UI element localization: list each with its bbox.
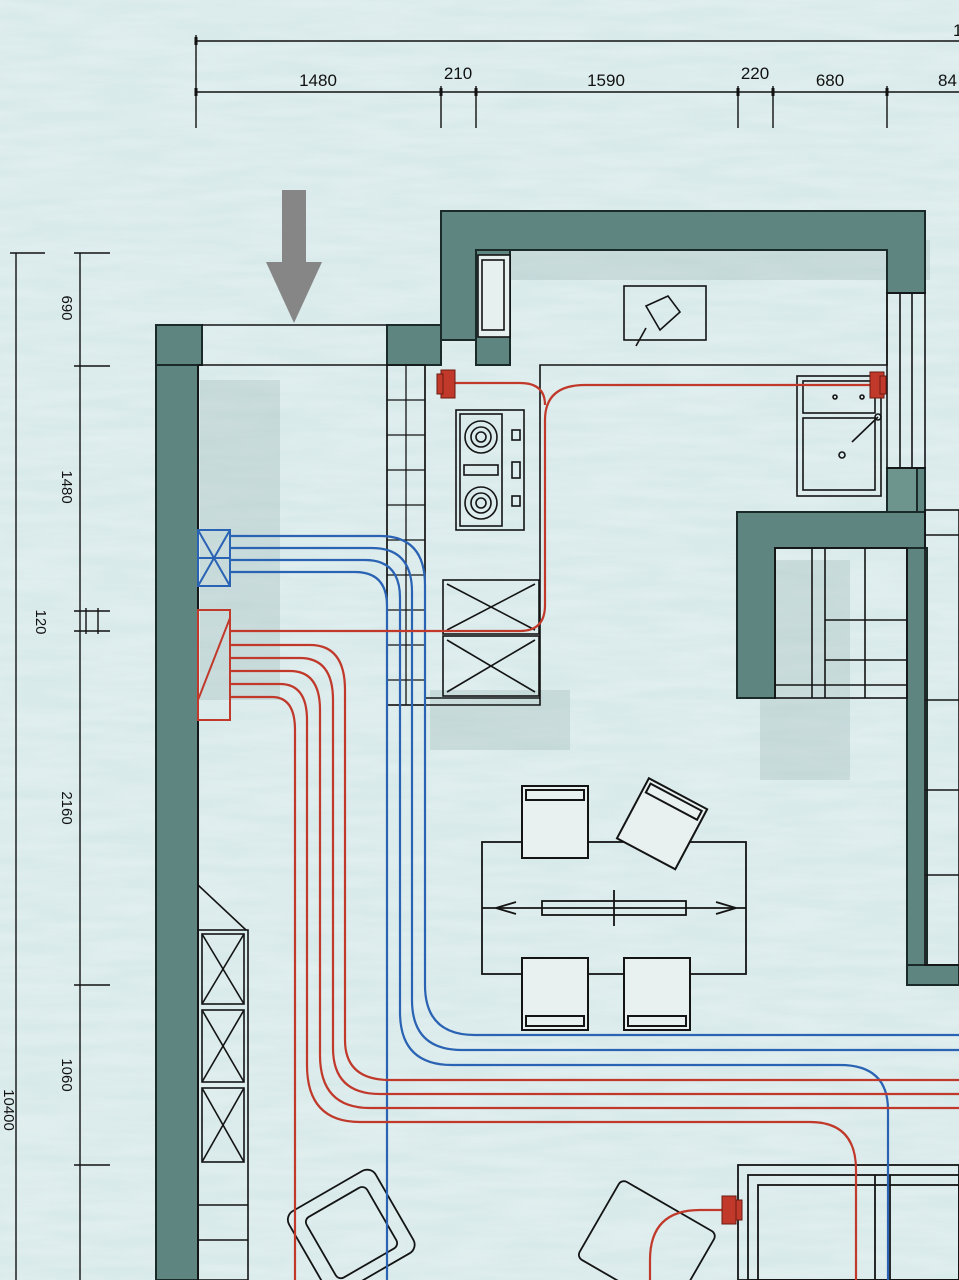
dim-v-1060: 1060: [58, 1058, 75, 1091]
dim-v-overall: 10400: [0, 1089, 17, 1131]
kitchen-cabinets: [442, 579, 540, 697]
wall-right-lower: [906, 547, 928, 986]
dim-h-210: 210: [444, 64, 472, 83]
left-storage-cabinet: [197, 884, 249, 1280]
horizontal-dimension-ticks: [194, 37, 889, 96]
wall-top: [440, 210, 926, 341]
red-valve-icon: [436, 369, 887, 1225]
vertical-dimension-lines: [10, 252, 110, 1280]
dim-h-overall: 1: [953, 21, 959, 40]
wall-left: [155, 324, 199, 1280]
dim-h-1590: 1590: [587, 71, 625, 90]
red-manifold-icon: [197, 609, 231, 721]
sofa-icon: [577, 1180, 716, 1280]
dining-chairs: [521, 776, 709, 1031]
tile-strip: [386, 364, 426, 706]
chair-top-left: [521, 785, 589, 859]
dim-v-1480: 1480: [58, 470, 75, 503]
chair-top-right: [615, 776, 709, 871]
vertical-dimension-labels: 690 1480 120 2160 1060 10400: [0, 295, 75, 1130]
chair-bottom-right: [623, 957, 691, 1031]
dim-v-690: 690: [58, 295, 75, 320]
tv-cabinet: [737, 1164, 959, 1280]
down-arrow-icon: [266, 190, 322, 323]
dim-h-84: 84: [938, 71, 957, 90]
horizontal-dimension-lines: [195, 35, 959, 128]
dim-v-2160: 2160: [58, 791, 75, 824]
armchair-icon: [286, 1168, 416, 1280]
dim-v-120: 120: [32, 609, 49, 634]
fridge-unit: [477, 254, 511, 338]
horizontal-dimension-labels: 1480 210 1590 220 680 84 1: [299, 21, 959, 90]
dim-h-680: 680: [816, 71, 844, 90]
dining-table: [481, 841, 747, 975]
hot-water-pipes: [230, 381, 959, 1280]
dim-h-220: 220: [741, 64, 769, 83]
chair-bottom-left: [521, 957, 589, 1031]
cutting-board-icon: [623, 285, 707, 347]
dim-h-1480: 1480: [299, 71, 337, 90]
blue-manifold-icon: [197, 529, 231, 587]
cold-water-pipes: [230, 534, 959, 1280]
stove-icon: [455, 409, 525, 531]
